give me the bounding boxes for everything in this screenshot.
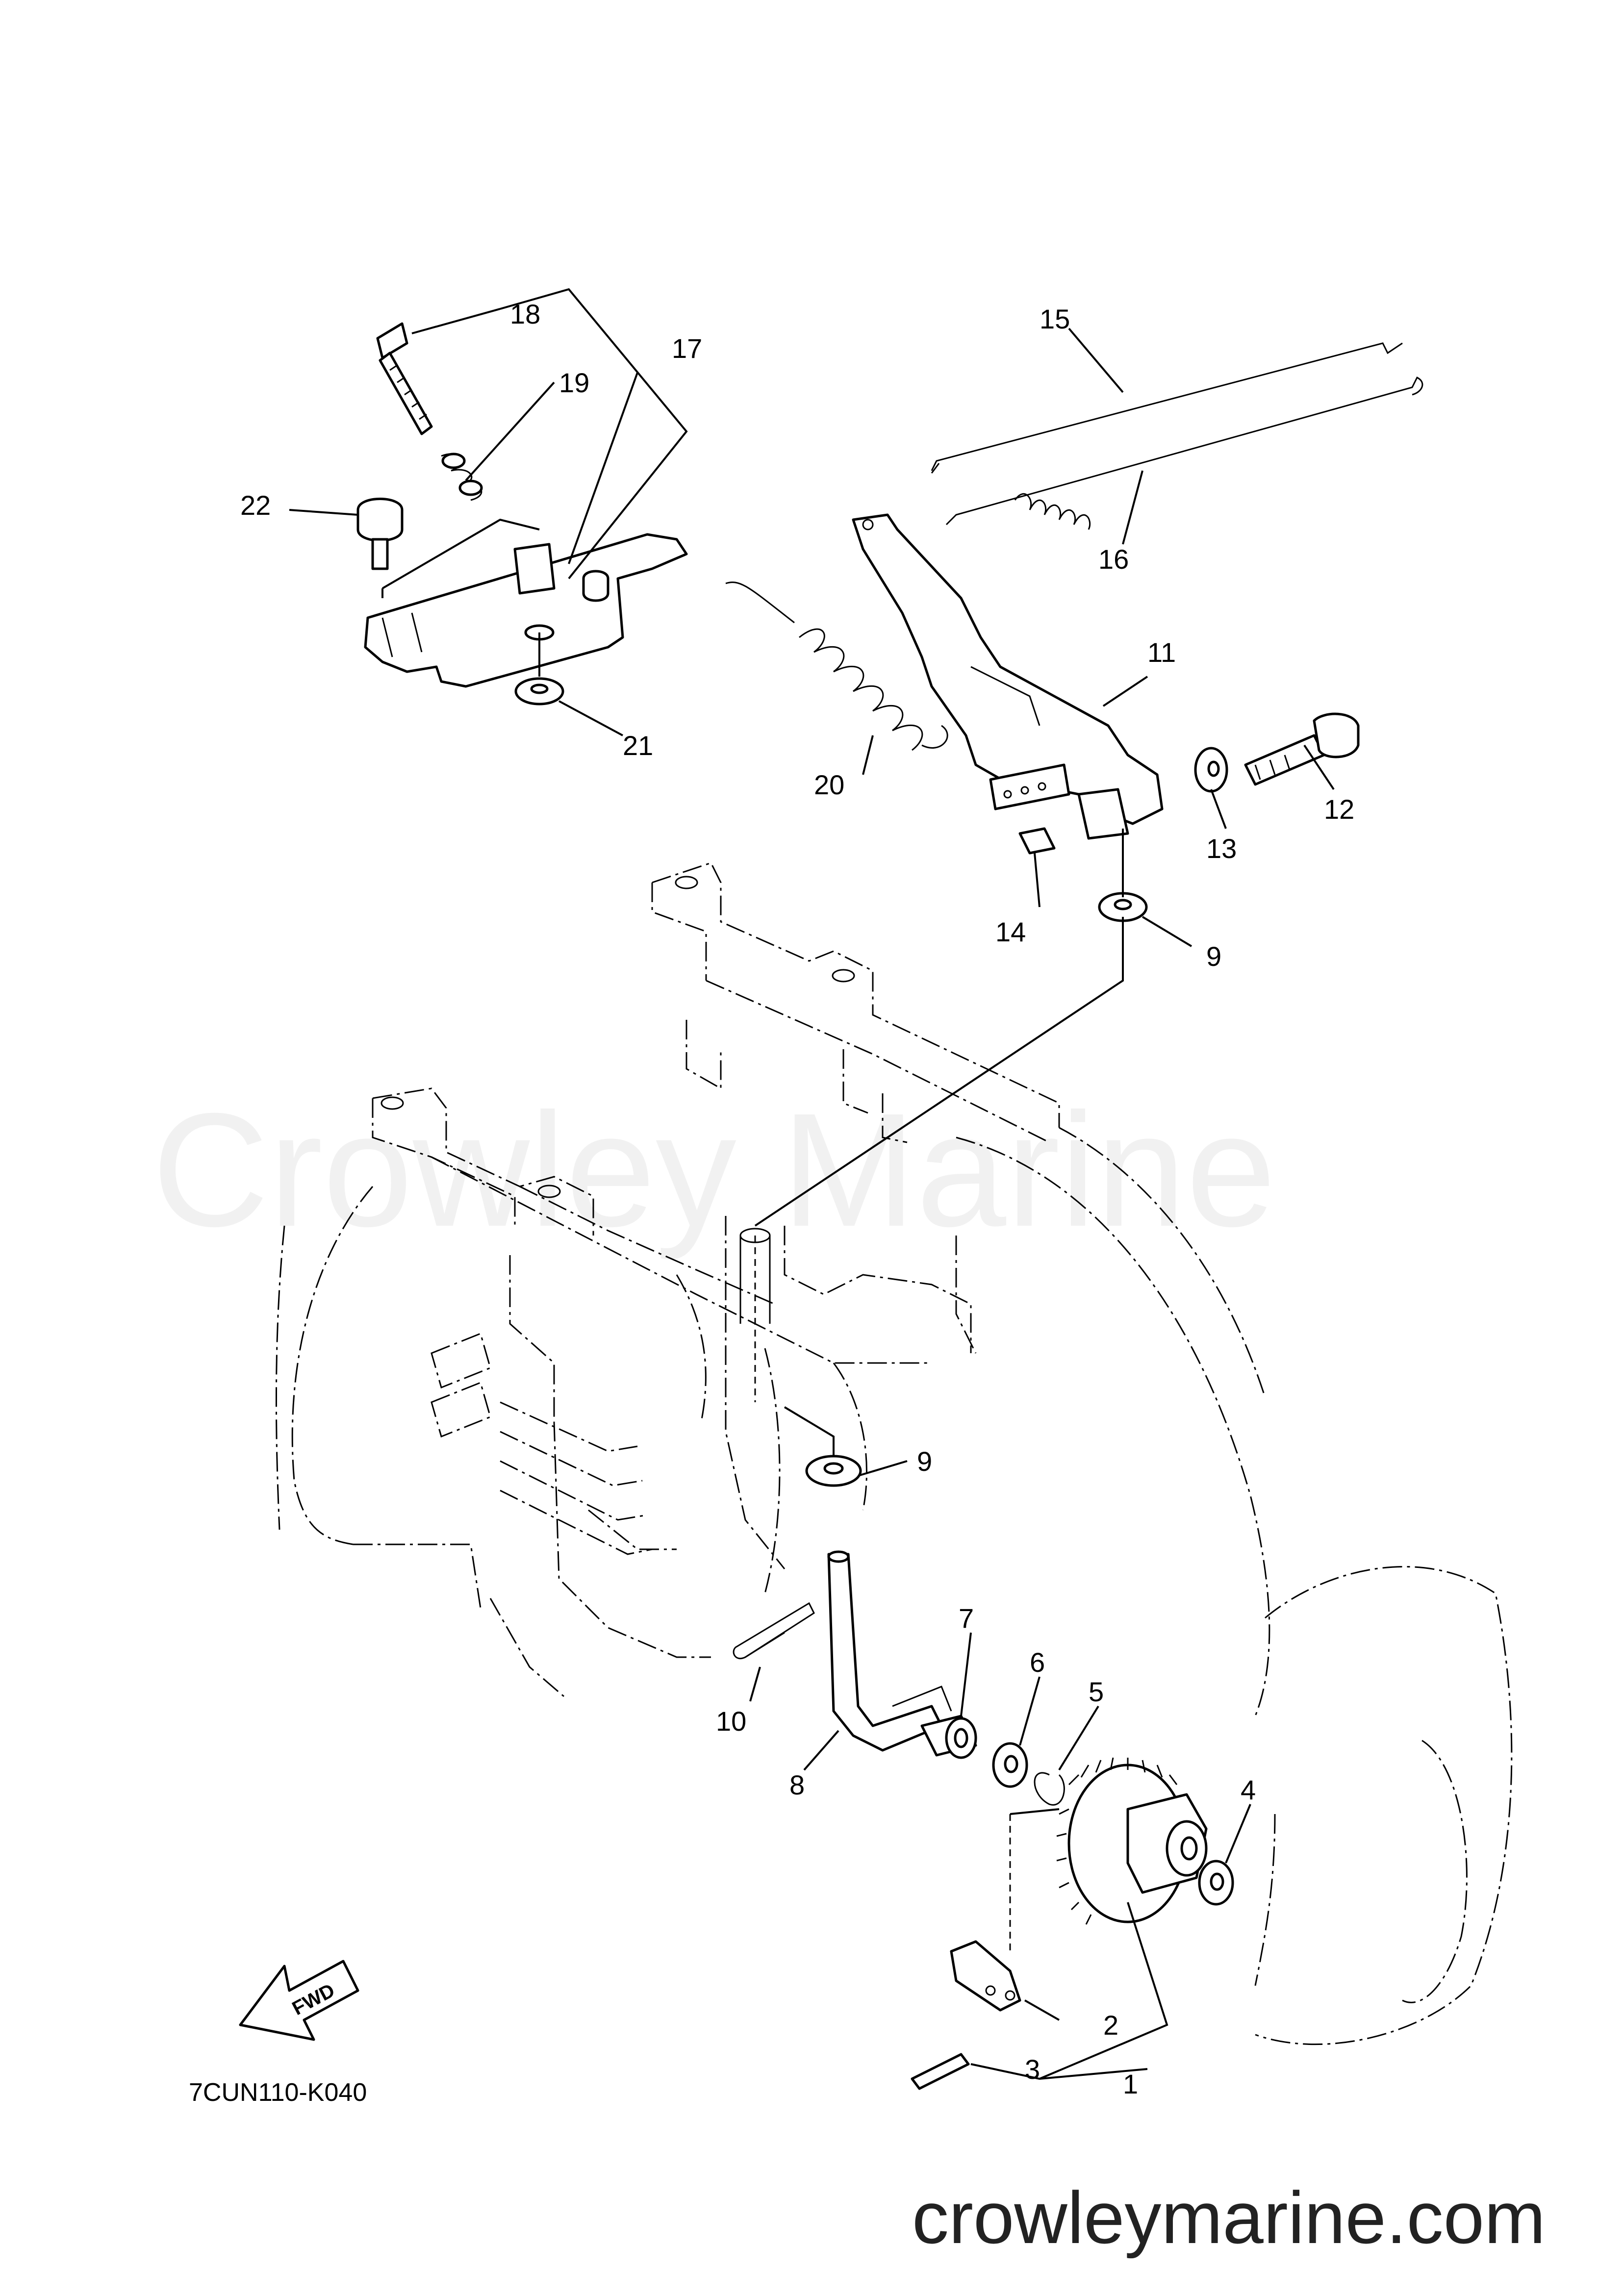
- spring-19: [441, 453, 483, 501]
- callout-12: 12: [1324, 794, 1354, 825]
- sleeve-7: [920, 1715, 977, 1759]
- callout-7: 7: [959, 1603, 974, 1634]
- callout-15: 15: [1040, 303, 1070, 334]
- callout-13: 13: [1206, 833, 1237, 864]
- callout-8: 8: [789, 1769, 805, 1800]
- pin-3: [911, 2053, 970, 2090]
- washer-9-lower: [805, 1455, 862, 1487]
- clip-5: [1034, 1772, 1065, 1806]
- callout-2: 2: [1103, 2010, 1118, 2041]
- nut-14: [1018, 827, 1056, 855]
- callout-18: 18: [510, 299, 540, 329]
- bolt-22: [356, 498, 404, 570]
- washer-21: [514, 677, 564, 706]
- engine-block-outline: [275, 862, 1513, 2045]
- fwd-arrow: FWD: [239, 1960, 359, 2041]
- bolt-12: [1244, 712, 1360, 786]
- leader-lines: [289, 288, 1335, 2080]
- callout-21: 21: [623, 730, 653, 761]
- governor-shaft-8: [827, 1550, 952, 1752]
- plate-2: [950, 1940, 1021, 2012]
- callout-3: 3: [1025, 2054, 1040, 2085]
- callout-1: 1: [1123, 2069, 1138, 2099]
- callout-14: 14: [995, 916, 1026, 947]
- callout-5: 5: [1089, 1676, 1104, 1707]
- callout-11: 11: [1147, 637, 1176, 668]
- callout-9-lower: 9: [917, 1446, 932, 1477]
- callout-4: 4: [1241, 1774, 1256, 1805]
- watermark-text: Crowley Marine: [152, 1079, 1276, 1261]
- site-url: crowleymarine.com: [912, 2176, 1546, 2259]
- callout-19: 19: [559, 367, 589, 398]
- drawing-code: 7CUN110-K040: [189, 2078, 367, 2107]
- callout-10: 10: [716, 1706, 746, 1737]
- washer-13: [1194, 747, 1228, 793]
- callout-6: 6: [1030, 1647, 1045, 1678]
- spring-20: [725, 581, 948, 751]
- governor-lever-bracket: [364, 533, 688, 688]
- callout-22: 22: [240, 490, 271, 521]
- callout-numbers: 1 2 3 4 5 6 7 8 9 9 10 11 12 13 14 15 16…: [240, 299, 1354, 2099]
- washer-6: [992, 1742, 1028, 1788]
- washer-9-upper: [1098, 892, 1148, 922]
- governor-gear-1: [1056, 1757, 1208, 1925]
- callout-17: 17: [672, 333, 702, 364]
- callout-20: 20: [814, 769, 844, 800]
- control-lever-11: [852, 513, 1164, 840]
- callout-9-upper: 9: [1206, 941, 1221, 972]
- bolt-18: [376, 322, 433, 435]
- callout-16: 16: [1098, 544, 1129, 575]
- pin-10: [733, 1602, 815, 1659]
- link-rods: [931, 342, 1423, 530]
- washer-4: [1198, 1860, 1234, 1906]
